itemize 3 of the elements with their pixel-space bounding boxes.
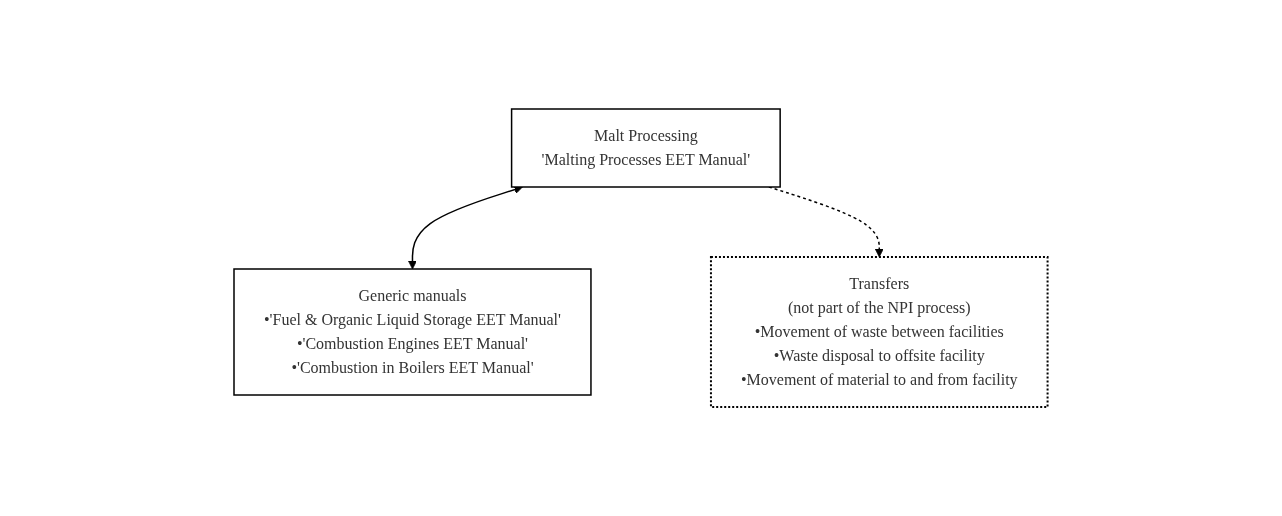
node-box: Transfers (not part of the NPI process) •Movement of waste between facilities •Waste disposal to offsite facility •Movement of material to and from facility — [710, 256, 1049, 408]
node-box: Generic manuals •'Fuel & Organic Liquid Storage EET Manual' •'Combustion Engines EET Manual' •'Combustion in Boilers EET Manual' — [233, 268, 592, 396]
node-box: Malt Processing 'Malting Processes EET Manual' — [511, 108, 782, 188]
